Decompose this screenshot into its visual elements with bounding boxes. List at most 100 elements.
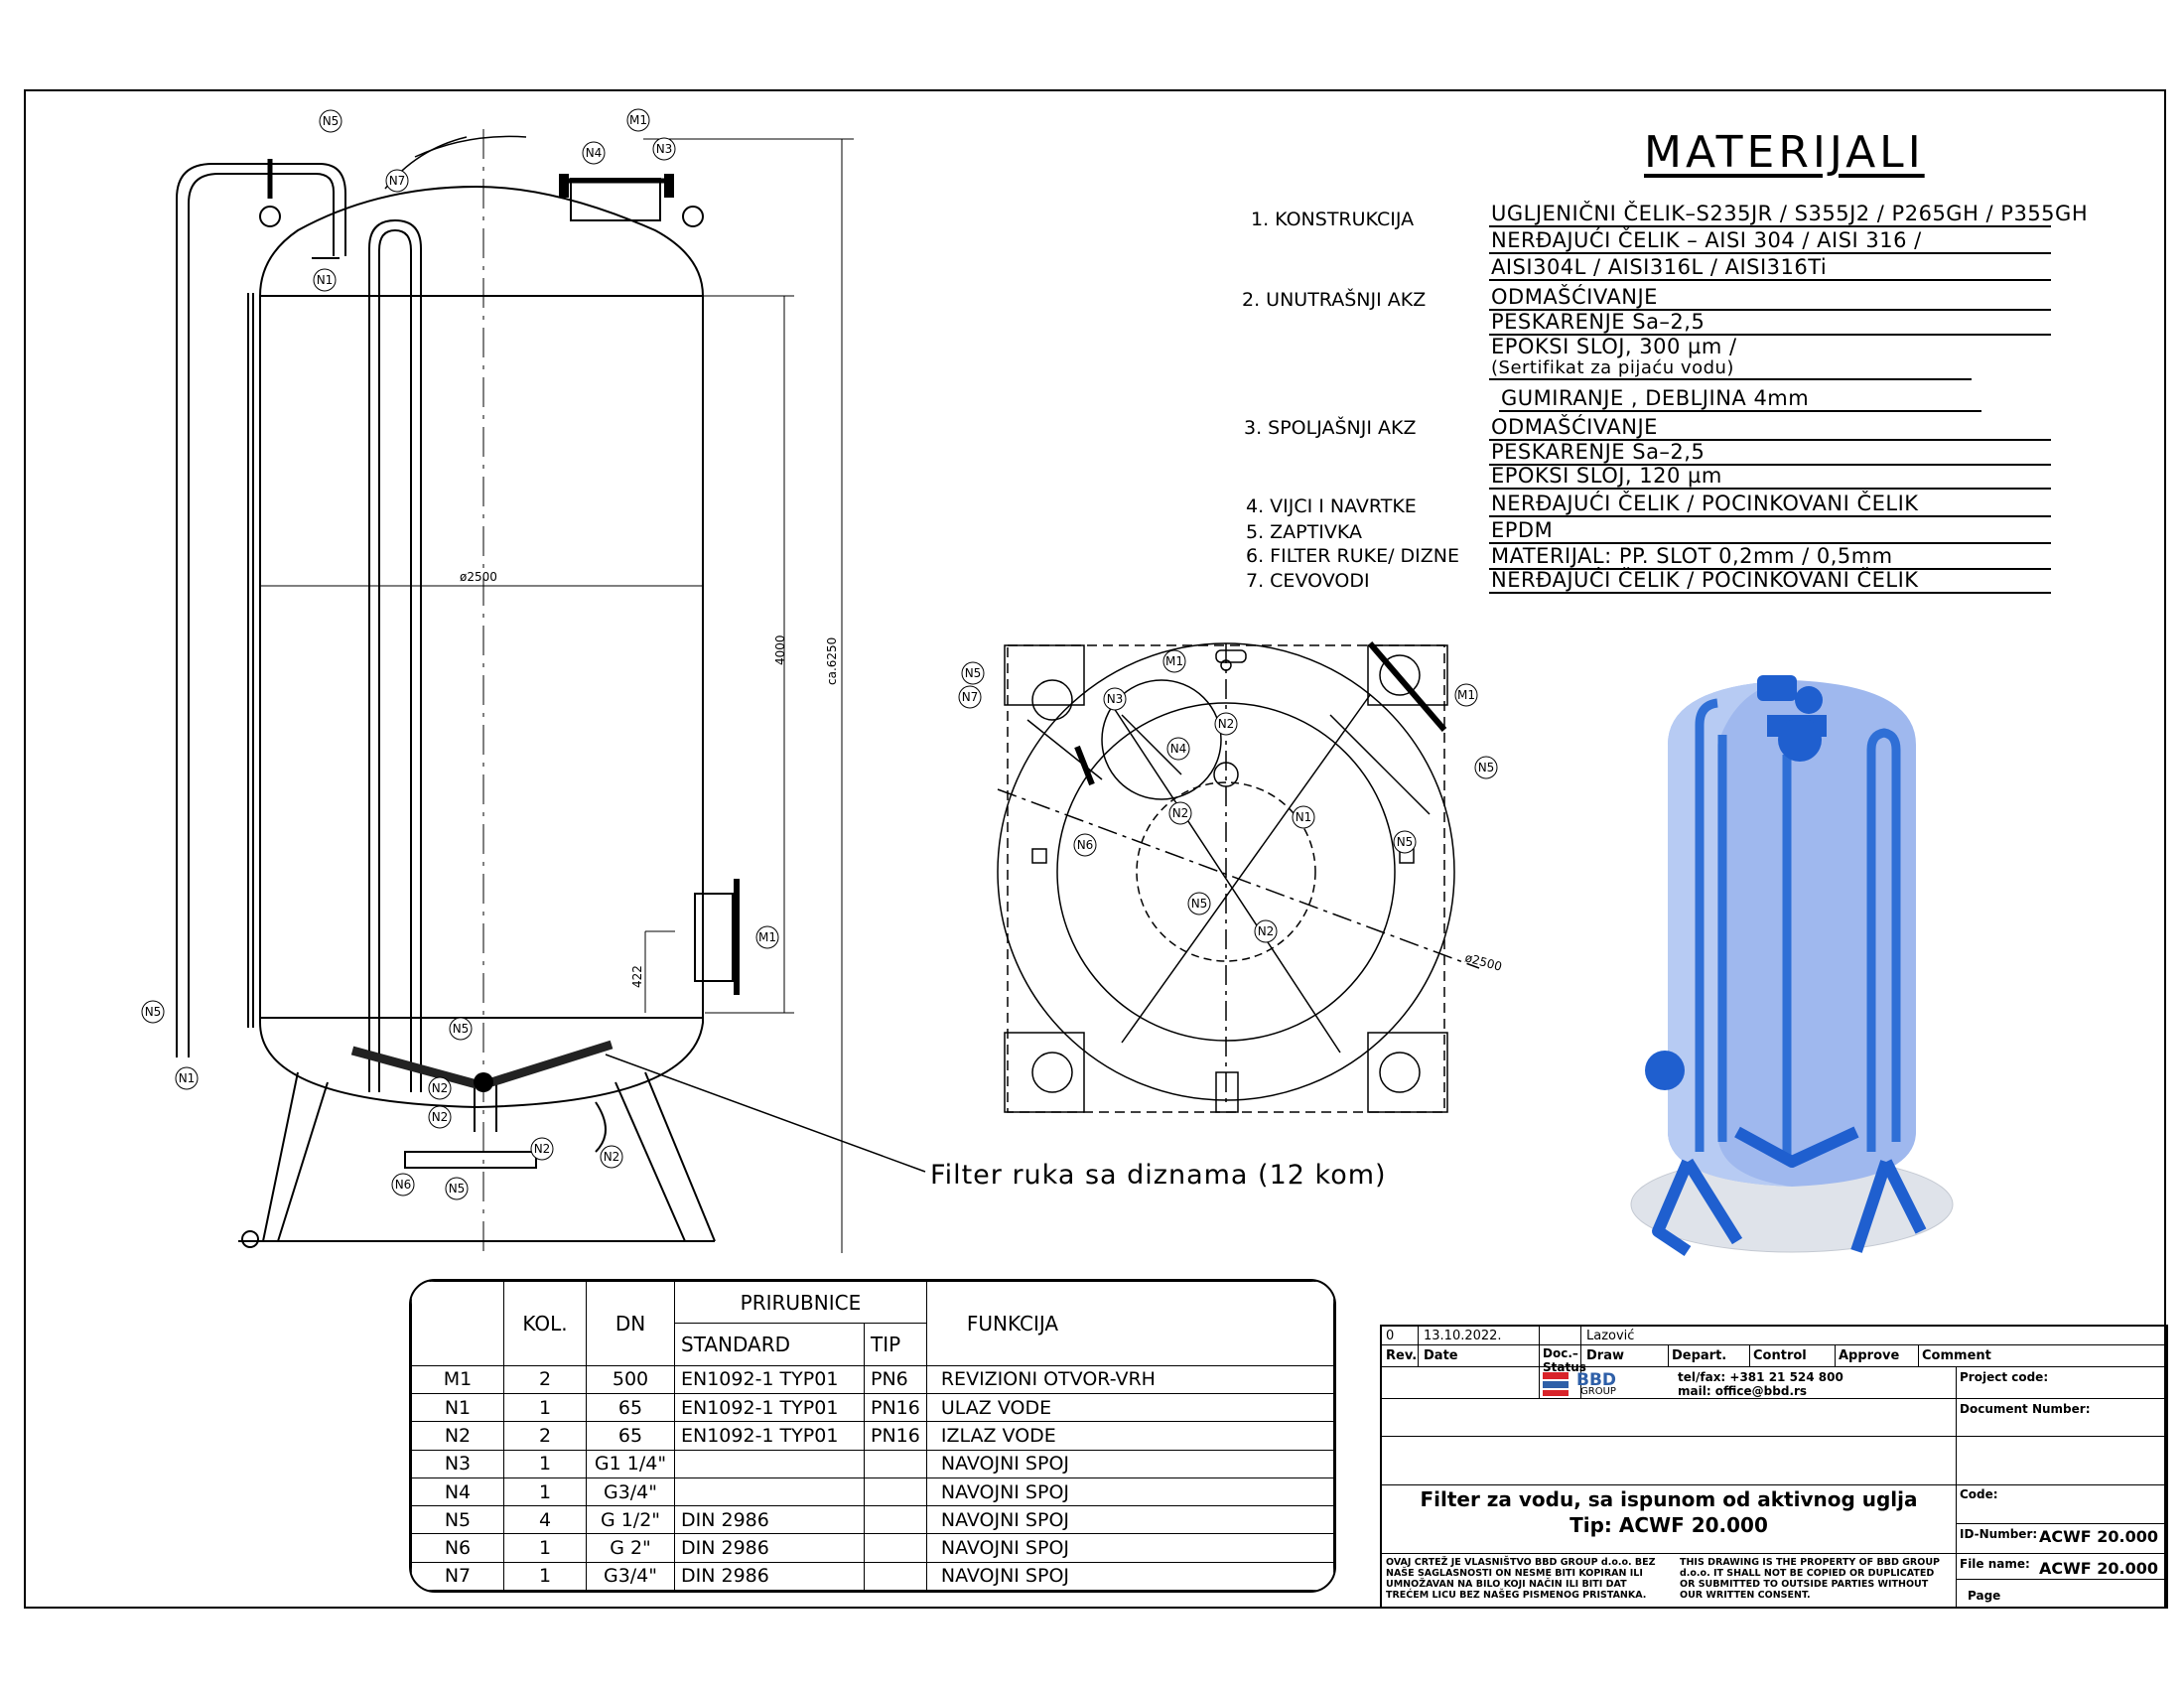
side-total-height-label: ca.6250 xyxy=(825,637,839,685)
tag-N2: N2 xyxy=(1254,919,1278,943)
approve-header: Approve xyxy=(1839,1348,1900,1363)
cell-standard: DIN 2986 xyxy=(674,1533,865,1563)
draw-header: Draw xyxy=(1586,1348,1624,1363)
svg-text:M1: M1 xyxy=(1457,688,1475,702)
header-dn: DN xyxy=(586,1281,675,1366)
materials-value: (Sertifikat za pijaću vodu) xyxy=(1489,357,1972,380)
notice-english: THIS DRAWING IS THE PROPERTY OF BBD GROU… xyxy=(1680,1557,1940,1601)
cell-kol: 1 xyxy=(503,1477,587,1507)
cell-funkcija: NAVOJNI SPOJ xyxy=(925,1533,1334,1563)
page-label: Page xyxy=(1968,1589,2001,1603)
cell-tip xyxy=(864,1561,927,1591)
filter-arm-caption: Filter ruka sa diznama (12 kom) xyxy=(930,1160,1387,1191)
svg-text:N1: N1 xyxy=(317,273,334,287)
cell-kol: 4 xyxy=(503,1505,587,1535)
materials-label: 6. FILTER RUKE/ DIZNE xyxy=(1246,545,1460,567)
materials-value: ODMAŠĆIVANJE xyxy=(1489,415,2051,441)
side-422-label: 422 xyxy=(630,965,644,988)
tag-N7: N7 xyxy=(385,169,409,193)
tag-N5: N5 xyxy=(1393,830,1417,854)
svg-text:M1: M1 xyxy=(629,113,647,127)
materials-value: NERĐAJUĆI ČELIK / POCINKOVANI ČELIK xyxy=(1489,568,2051,594)
svg-text:N2: N2 xyxy=(1258,924,1275,938)
tag-N1: N1 xyxy=(313,268,337,292)
svg-text:N2: N2 xyxy=(1172,806,1189,820)
cell-id: N2 xyxy=(411,1421,504,1451)
drawing-title: Filter za vodu, sa ispunom od aktivnog u… xyxy=(1420,1487,1918,1511)
cell-funkcija: ULAZ VODE xyxy=(925,1393,1334,1423)
cell-id: N6 xyxy=(411,1533,504,1563)
cell-dn: 500 xyxy=(586,1364,675,1395)
tag-N5: N5 xyxy=(319,109,342,133)
svg-text:N2: N2 xyxy=(432,1110,449,1124)
materials-value: EPDM xyxy=(1489,518,2051,544)
materials-value: NERĐAJUĆI ČELIK – AISI 304 / AISI 316 / xyxy=(1489,228,2051,254)
tank-3d-render xyxy=(1630,675,1954,1256)
tag-N2: N2 xyxy=(1168,801,1192,825)
cell-standard: EN1092-1 TYP01 xyxy=(674,1421,865,1451)
tag-N6: N6 xyxy=(1073,833,1097,857)
doc-status-header: Doc.– Status xyxy=(1543,1346,1586,1374)
materials-value: UGLJENIČNI ČELIK–S235JR / S355J2 / P265G… xyxy=(1489,202,2089,227)
cell-funkcija: NAVOJNI SPOJ xyxy=(925,1449,1334,1478)
side-height-label: 4000 xyxy=(773,634,787,665)
tag-N4: N4 xyxy=(1166,737,1190,761)
company-logo-sub: GROUP xyxy=(1580,1386,1616,1397)
materials-value: PESKARENJE Sa–2,5 xyxy=(1489,440,2051,466)
materials-value: AISI304L / AISI316L / AISI316Ti xyxy=(1489,255,2051,281)
header-kol: KOL. xyxy=(503,1281,587,1366)
company-tel: tel/fax: +381 21 524 800 xyxy=(1678,1370,1843,1384)
svg-text:N2: N2 xyxy=(604,1150,620,1164)
svg-text:N5: N5 xyxy=(453,1022,470,1036)
materials-value: ODMAŠĆIVANJE xyxy=(1489,285,2051,311)
tag-N5: N5 xyxy=(141,1000,165,1024)
cell-standard xyxy=(674,1449,865,1478)
cell-standard: DIN 2986 xyxy=(674,1561,865,1591)
svg-text:N2: N2 xyxy=(534,1142,551,1156)
svg-text:N1: N1 xyxy=(179,1071,196,1085)
cell-tip: PN16 xyxy=(864,1393,927,1423)
rev-header: Rev. xyxy=(1386,1348,1418,1363)
tag-M1: M1 xyxy=(1162,649,1186,673)
cell-tip: PN6 xyxy=(864,1364,927,1395)
side-diameter-label: ø2500 xyxy=(460,570,497,584)
cell-standard: EN1092-1 TYP01 xyxy=(674,1393,865,1423)
header-standard: STANDARD xyxy=(674,1323,865,1366)
svg-text:M1: M1 xyxy=(758,930,776,944)
cell-standard xyxy=(674,1477,865,1507)
tag-N2: N2 xyxy=(428,1105,452,1129)
date-value: 13.10.2022. xyxy=(1424,1329,1502,1343)
materials-value: EPOKSI SLOJ, 300 µm / xyxy=(1491,335,1737,358)
comment-header: Comment xyxy=(1922,1348,1991,1363)
materials-label: 4. VIJCI I NAVRTKE xyxy=(1246,495,1417,517)
tag-N2: N2 xyxy=(600,1145,623,1169)
materials-label: 2. UNUTRAŠNJI AKZ xyxy=(1242,289,1427,311)
cell-id: N7 xyxy=(411,1561,504,1591)
cell-funkcija: IZLAZ VODE xyxy=(925,1421,1334,1451)
svg-text:N7: N7 xyxy=(962,690,979,704)
cell-id: N3 xyxy=(411,1449,504,1478)
drawing-subtitle: Tip: ACWF 20.000 xyxy=(1570,1513,1768,1537)
materials-title: MATERIJALI xyxy=(1644,127,1925,178)
company-logo-text: BBD xyxy=(1576,1370,1617,1390)
tag-M1: M1 xyxy=(626,108,650,132)
tag-N5: N5 xyxy=(961,661,985,685)
materials-value: EPOKSI SLOJ, 120 µm xyxy=(1489,464,2051,490)
tag-N2: N2 xyxy=(530,1137,554,1161)
svg-text:N5: N5 xyxy=(145,1005,162,1019)
svg-text:N2: N2 xyxy=(1218,717,1235,731)
cell-kol: 2 xyxy=(503,1421,587,1451)
materials-value: MATERIJAL: PP. SLOT 0,2mm / 0,5mm xyxy=(1489,544,2051,570)
cell-tip: PN16 xyxy=(864,1421,927,1451)
cell-dn: G1 1/4" xyxy=(586,1449,675,1478)
materials-value: GUMIRANJE , DEBLJINA 4mm xyxy=(1499,386,1981,412)
cell-kol: 1 xyxy=(503,1561,587,1591)
tag-N6: N6 xyxy=(391,1173,415,1196)
cell-standard: DIN 2986 xyxy=(674,1505,865,1535)
svg-text:M1: M1 xyxy=(1165,654,1183,668)
